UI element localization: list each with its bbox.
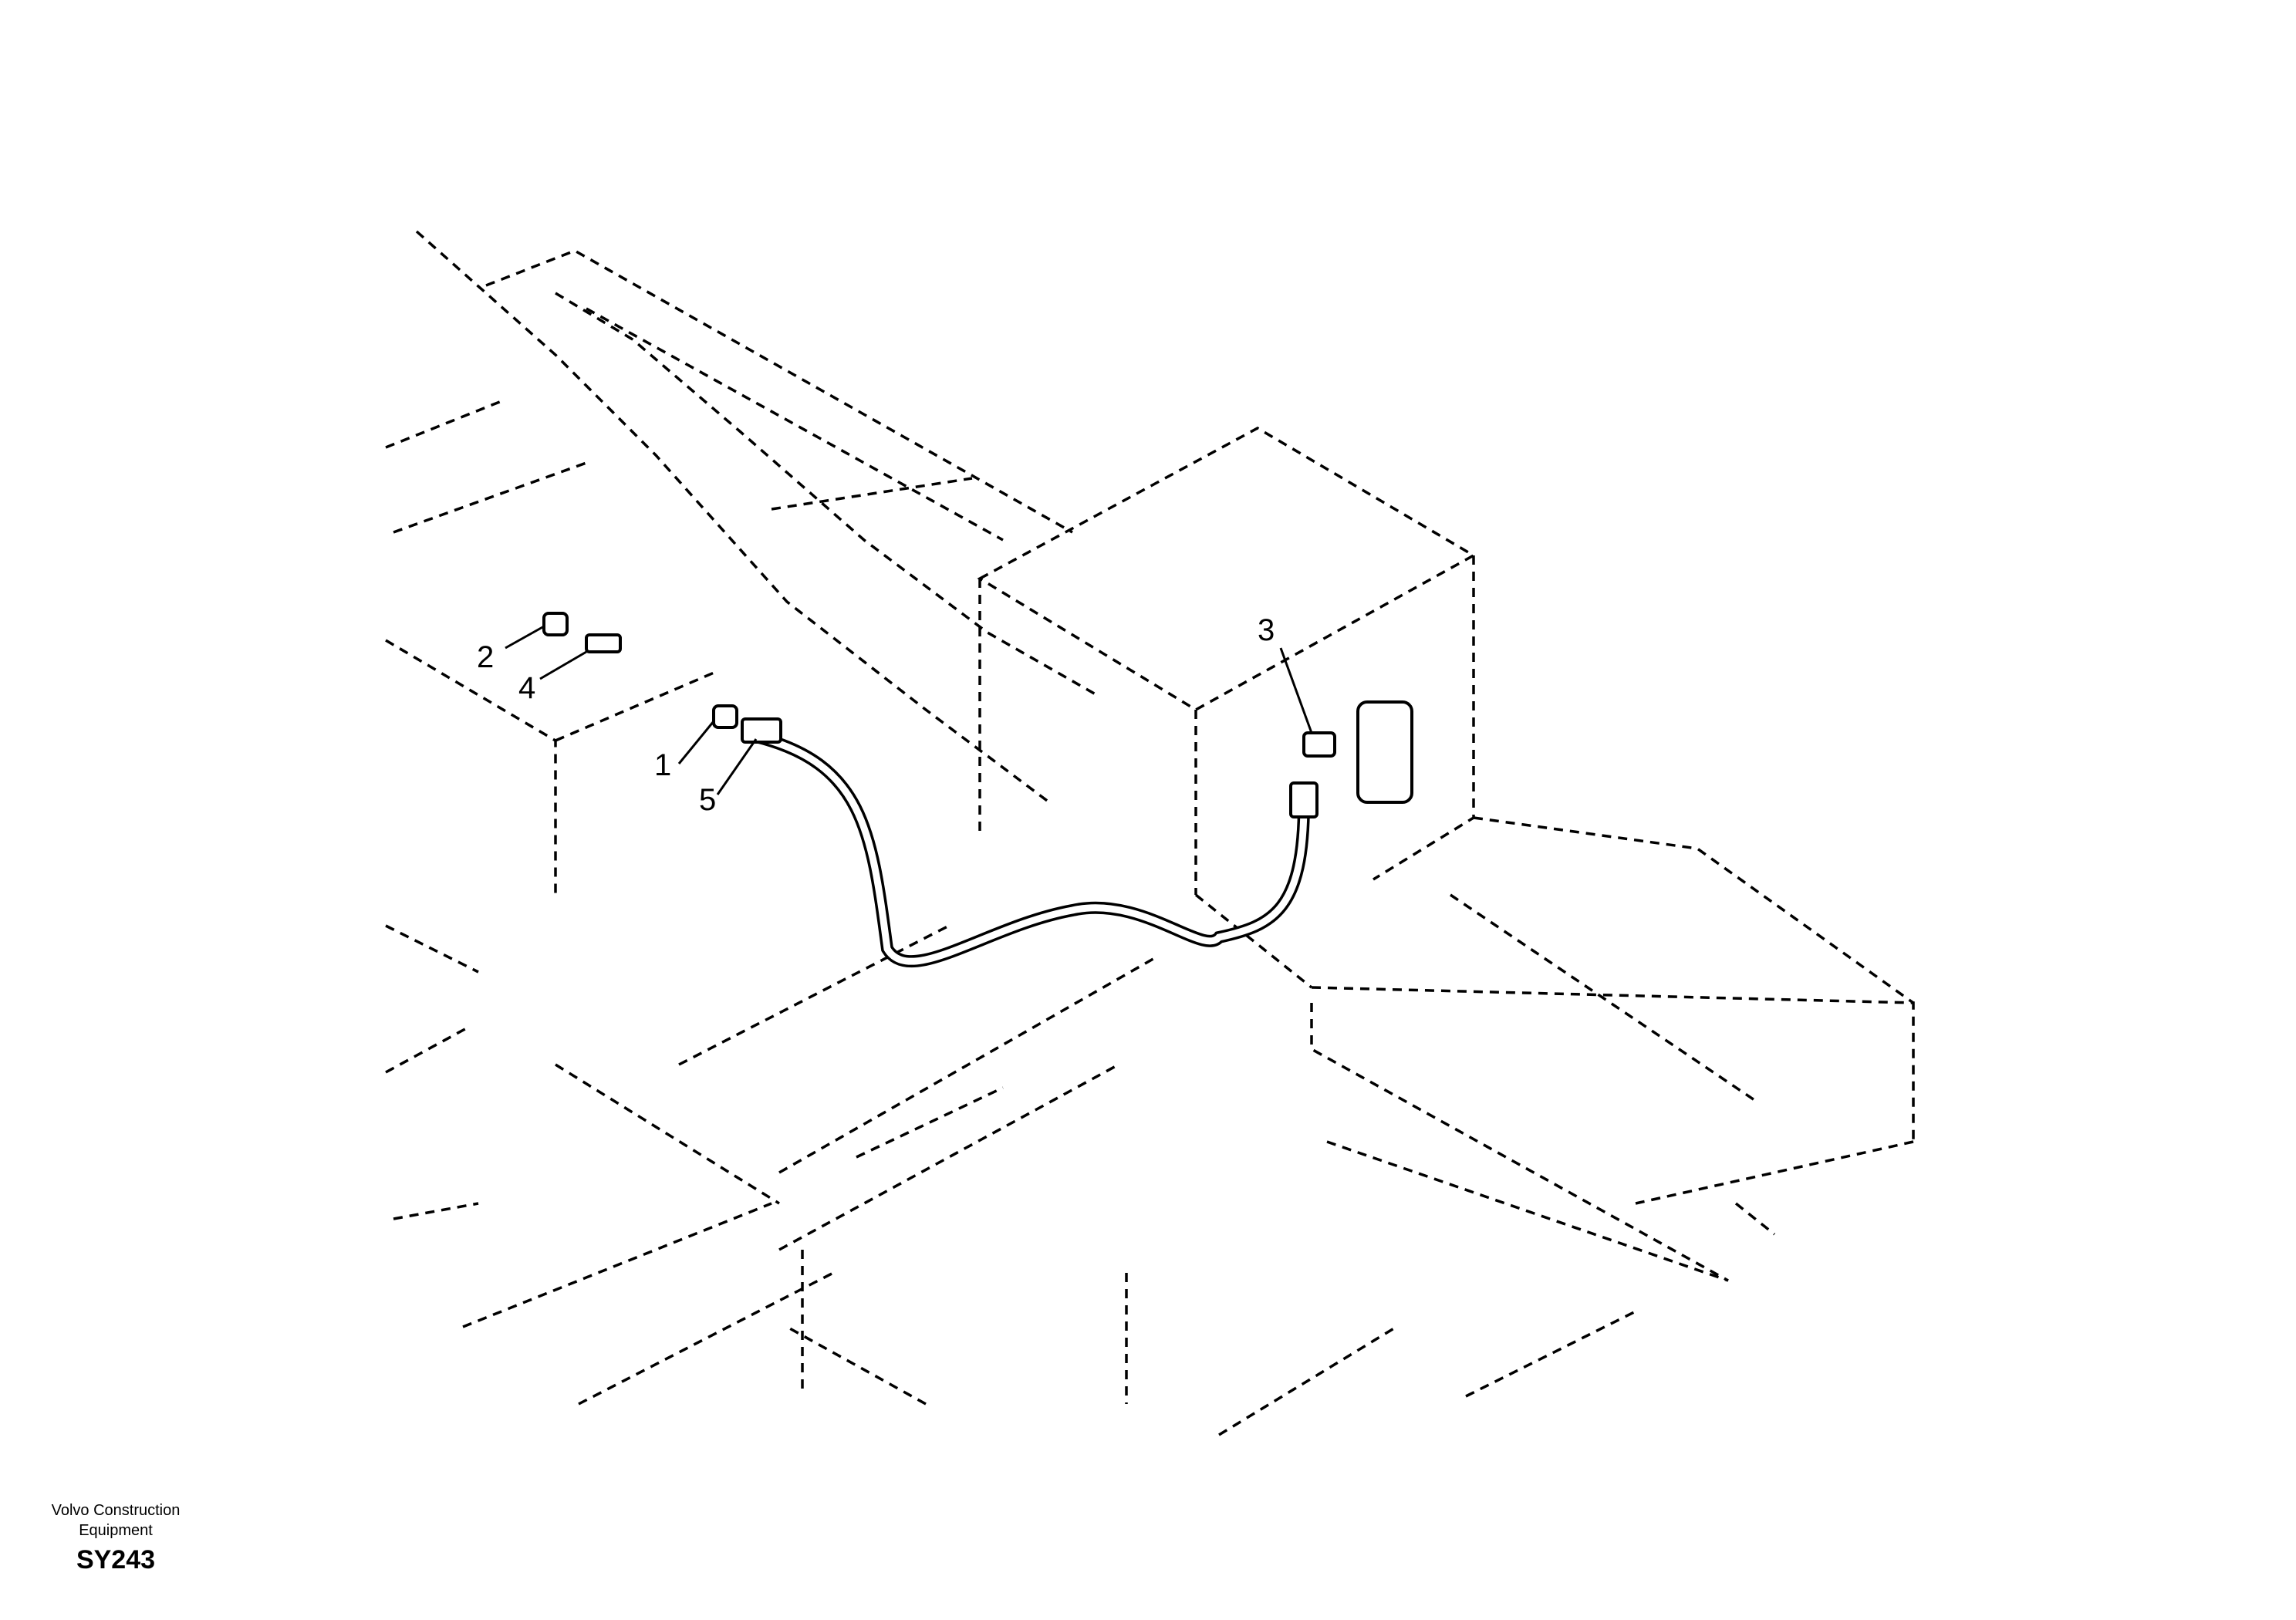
callout-3: 3 — [1258, 613, 1275, 647]
machine-frame-outline — [385, 230, 1915, 1436]
filter-canister-part — [1356, 700, 1413, 804]
callout-2: 2 — [477, 640, 494, 674]
fittings — [542, 612, 1413, 818]
diagram-code: SY243 — [76, 1545, 156, 1574]
brand-block: Volvo Construction Equipment SY243 — [31, 1500, 201, 1575]
hose-end-5-part — [741, 717, 782, 744]
callout-1: 1 — [654, 748, 671, 782]
nipple-4-part — [585, 633, 622, 653]
hose-end-fitting-part — [1289, 781, 1319, 818]
callout-5: 5 — [699, 783, 716, 817]
brand-line-2: Equipment — [79, 1522, 153, 1539]
tee-fitting-3-part — [1302, 731, 1336, 758]
brand-line-1: Volvo Construction — [51, 1502, 181, 1519]
nut-2-part — [542, 612, 569, 636]
fitting-1-part — [712, 704, 738, 729]
callout-4: 4 — [518, 671, 535, 705]
hose-assembly — [755, 731, 1310, 968]
callout-leaders — [505, 625, 1313, 795]
